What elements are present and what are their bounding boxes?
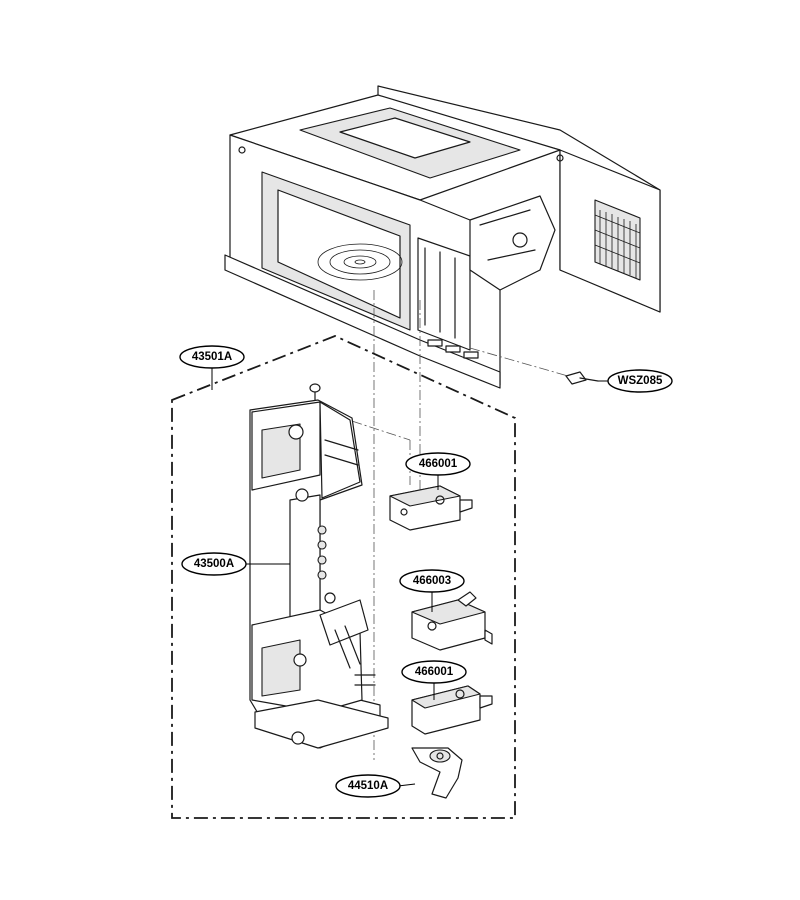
micro-switch-bottom-drawing — [411, 685, 493, 735]
svg-text:466001: 466001 — [415, 666, 454, 678]
part-label-466001-bottom: 466001 — [401, 660, 467, 684]
assembly-boundary — [171, 335, 516, 819]
svg-text:43501A: 43501A — [192, 351, 232, 363]
svg-text:466001: 466001 — [419, 458, 458, 470]
part-label-466001-top: 466001 — [405, 452, 471, 476]
part-label-43501A: 43501A — [179, 345, 245, 369]
part-label-44510A: 44510A — [335, 774, 401, 798]
spine-holes — [317, 525, 327, 580]
vent-grille — [594, 199, 641, 281]
svg-text:43500A: 43500A — [194, 558, 234, 570]
micro-switch-middle-drawing — [411, 591, 493, 651]
part-label-WSZ085: WSZ085 — [607, 369, 673, 393]
screw-drawing — [565, 371, 599, 385]
leader-lines — [211, 368, 610, 787]
latch-bracket-drawing — [249, 383, 389, 749]
svg-text:466003: 466003 — [413, 575, 451, 587]
part-label-43500A: 43500A — [181, 552, 247, 576]
micro-switch-top-drawing — [389, 485, 473, 531]
part-label-466003: 466003 — [399, 569, 465, 593]
lever-drawing — [411, 747, 463, 799]
svg-text:44510A: 44510A — [348, 780, 388, 792]
svg-text:WSZ085: WSZ085 — [618, 375, 663, 387]
microwave-cavity-drawing — [224, 85, 661, 389]
